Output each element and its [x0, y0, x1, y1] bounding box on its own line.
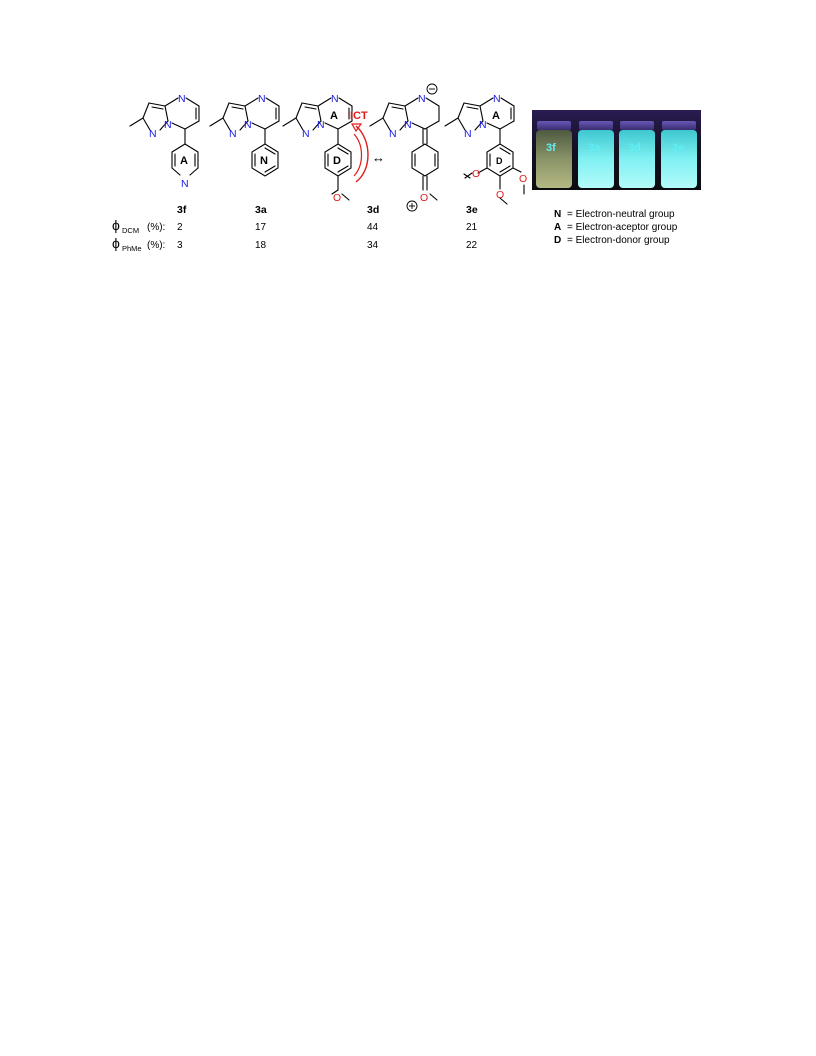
phi-phme-3e: 22	[466, 240, 478, 251]
compound-id-3d: 3d	[367, 204, 379, 216]
atom-n: N	[178, 93, 186, 105]
legend-item: A = Electron-aceptor group	[554, 222, 678, 233]
legend-item: N = Electron-neutral group	[554, 209, 675, 220]
ring-label-d: D	[496, 156, 503, 166]
legend-text: = Electron-aceptor group	[567, 222, 678, 233]
legend-key: D	[554, 235, 561, 246]
vial-3e: 3e	[661, 121, 697, 188]
atom-o: O	[420, 192, 428, 204]
atom-o: O	[496, 189, 504, 201]
vial-label: 3e	[672, 142, 684, 154]
row-suffix: (%):	[147, 240, 165, 251]
atom-n: N	[317, 119, 325, 131]
row-label-phme: ϕ PhMe (%):	[112, 235, 165, 253]
phme-subscript: PhMe	[122, 244, 142, 253]
row-suffix: (%):	[147, 222, 165, 233]
ict-arrow-inner	[353, 133, 363, 177]
vial-label: 3a	[588, 142, 601, 154]
atom-n: N	[464, 128, 472, 140]
vial-3a: 3a	[578, 121, 614, 188]
atom-o: O	[333, 192, 341, 204]
vial-label: 3f	[546, 142, 556, 154]
atom-o: O	[472, 168, 480, 180]
structure-3f: N N N N A	[129, 93, 200, 190]
ict-arrow	[355, 125, 369, 183]
ring-label-n: N	[260, 155, 268, 167]
vial-photo: 3f 3a 3d 3e	[532, 110, 701, 190]
structure-3d-resonance: N N N O	[369, 83, 440, 212]
vial-3f: 3f	[536, 121, 572, 188]
atom-n: N	[229, 128, 237, 140]
atom-n: N	[149, 128, 157, 140]
structure-3e: O O O N N N A D	[444, 93, 527, 205]
structure-3a: N N N N	[209, 93, 280, 177]
atom-n: N	[258, 93, 266, 105]
structure-3d: N N N O A D ICT	[282, 93, 369, 204]
phi-symbol: ϕ	[112, 217, 120, 233]
legend-key: A	[554, 222, 561, 233]
legend-item: D = Electron-donor group	[554, 235, 670, 246]
ring-label-a: A	[330, 110, 338, 122]
compound-id-3f: 3f	[177, 204, 187, 216]
phi-phme-3a: 18	[255, 240, 267, 251]
row-label-dcm: ϕ DCM (%):	[112, 217, 165, 235]
atom-n: N	[181, 178, 189, 190]
ict-arrowhead	[350, 123, 363, 133]
phi-dcm-3a: 17	[255, 222, 267, 233]
vial-3d: 3d	[619, 121, 655, 188]
ict-label: ICT	[350, 110, 368, 122]
ring-label-a: A	[180, 155, 188, 167]
phi-dcm-3e: 21	[466, 222, 478, 233]
compound-id-3e: 3e	[466, 204, 478, 216]
vial-label: 3d	[628, 142, 641, 154]
ring-label-d: D	[333, 155, 341, 167]
legend-text: = Electron-donor group	[567, 235, 670, 246]
atom-n: N	[164, 119, 172, 131]
atom-o: O	[519, 173, 527, 185]
atom-n: N	[389, 128, 397, 140]
atom-n: N	[404, 119, 412, 131]
ring-label-a: A	[492, 110, 500, 122]
phi-dcm-3d: 44	[367, 222, 379, 233]
dcm-subscript: DCM	[122, 226, 139, 235]
atom-n: N	[418, 93, 426, 105]
atom-n: N	[493, 93, 501, 105]
compound-id-3a: 3a	[255, 204, 267, 216]
legend-key: N	[554, 209, 561, 220]
atom-n: N	[302, 128, 310, 140]
phi-phme-3f: 3	[177, 240, 183, 251]
atom-n: N	[331, 93, 339, 105]
atom-n: N	[244, 119, 252, 131]
resonance-arrow: ↔	[372, 150, 385, 165]
atom-n: N	[479, 119, 487, 131]
phi-dcm-3f: 2	[177, 222, 183, 233]
phi-symbol: ϕ	[112, 235, 120, 251]
legend: N = Electron-neutral group A = Electron-…	[554, 209, 678, 246]
phi-phme-3d: 34	[367, 240, 379, 251]
positive-charge-icon	[406, 200, 418, 212]
negative-charge-icon	[426, 83, 438, 95]
legend-text: = Electron-neutral group	[567, 209, 675, 220]
